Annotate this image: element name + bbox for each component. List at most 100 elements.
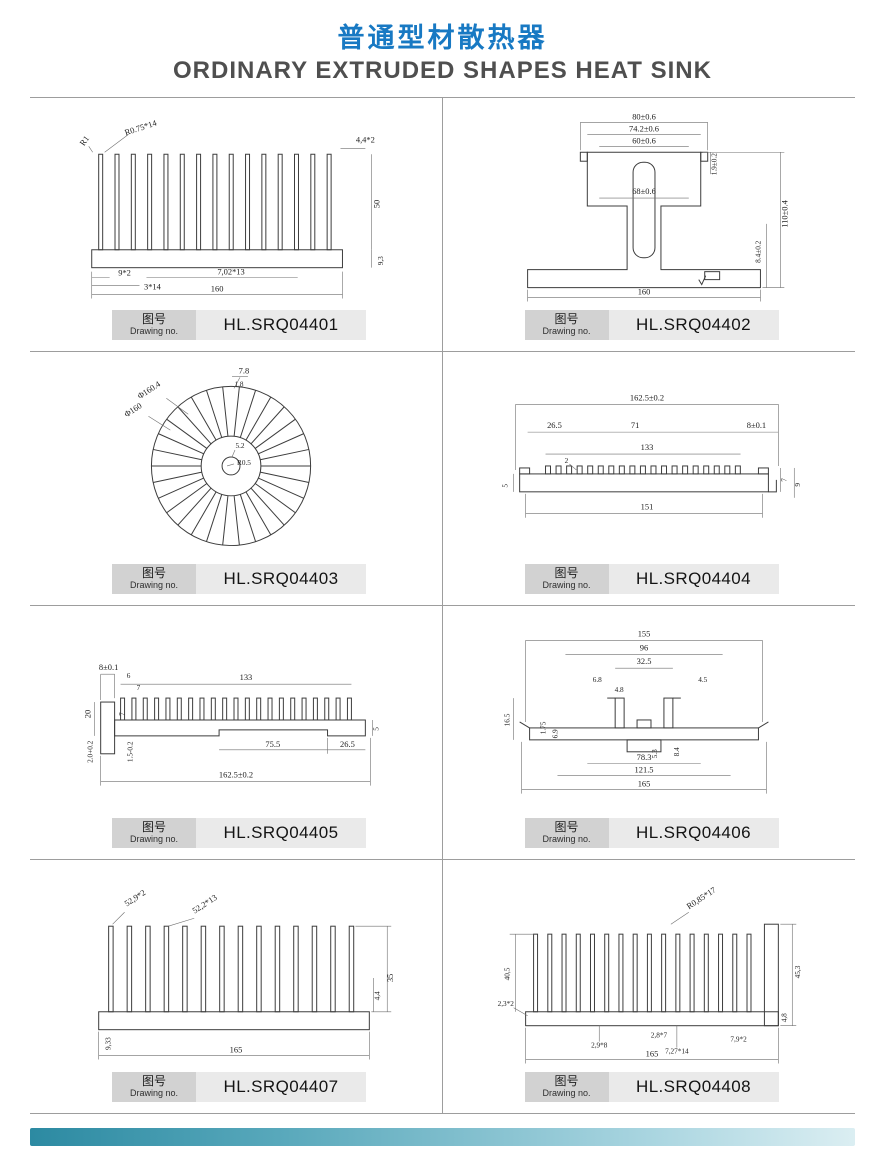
profile-outline: [518, 465, 777, 493]
dim-label: 8.4±0.2: [754, 240, 762, 262]
dimension-lines: [88, 134, 372, 299]
dim-label: 1.75: [539, 721, 547, 734]
label-zh: 图号: [141, 820, 166, 835]
dim-label: 6.8: [592, 676, 601, 684]
page-header: 普通型材散热器 ORDINARY EXTRUDED SHAPES HEAT SI…: [30, 0, 855, 85]
heatsink-drawing-04406: 155 96 32.5 6.8 4.8 4.5 16.5 1.75 6.9 5.…: [503, 628, 769, 794]
dim-label: 78.3: [636, 752, 651, 762]
drawing-no-label-box: 图号 Drawing no.: [112, 310, 196, 340]
panel-hlsrq04404: 162.5±0.2 26.5 71 8±0.1 5 2 133 151 7 9 …: [443, 352, 856, 605]
dim-label: 9*2: [118, 268, 131, 278]
dim-label: 110±0.4: [779, 199, 789, 227]
drawing-label-row: 图号 Drawing no. HL.SRQ04406: [524, 818, 856, 848]
dim-label: 4,8: [780, 1013, 788, 1022]
drawing-label-row: 图号 Drawing no. HL.SRQ04403: [112, 564, 442, 594]
profile-outline: [526, 151, 761, 289]
dim-label: 7.8: [238, 365, 249, 375]
dim-label: 7,02*13: [217, 267, 244, 277]
grid-row-4: 52,9*2 52,2*13 4,4 35 9,33 165 图号 Drawin…: [30, 860, 855, 1114]
dim-label: 4,4: [373, 991, 381, 1000]
dim-label: 60±0.6: [632, 135, 656, 145]
grid-row-3: 8±0.1 6 7 133 20 7 2.0+0.2 1.5-0.2 75.5 …: [30, 606, 855, 860]
panel-hlsrq04406: 155 96 32.5 6.8 4.8 4.5 16.5 1.75 6.9 5.…: [443, 606, 856, 859]
drawing-no-label-box: 图号 Drawing no.: [112, 818, 196, 848]
drawing-label-row: 图号 Drawing no. HL.SRQ04405: [112, 818, 442, 848]
dim-label: 7,9*2: [730, 1036, 747, 1044]
dim-label: 8.4: [673, 747, 681, 756]
dimension-lines: [98, 912, 391, 1060]
label-zh: 图号: [141, 1074, 166, 1089]
dim-label: 9: [794, 483, 802, 487]
dim-label: 1.9±0.2: [710, 153, 718, 175]
panel-hlsrq04403: 7.8 1.8 Φ160.4 Φ160 5.2 R0.5 图号 Drawing …: [30, 352, 443, 605]
dim-label: 96: [640, 642, 648, 652]
dim-label: 26.5: [547, 420, 562, 430]
dim-label: 151: [640, 502, 653, 512]
dimension-lines: [148, 376, 248, 467]
dimension-lines: [509, 912, 797, 1064]
dim-label: 52,9*2: [122, 887, 147, 908]
dim-label: R1: [77, 134, 91, 148]
drawing-number: HL.SRQ04406: [608, 818, 779, 848]
profile-outline: [524, 923, 779, 1027]
dim-label: 16.5: [503, 713, 511, 726]
label-en: Drawing no.: [129, 579, 179, 590]
dim-label: 5.2: [235, 442, 244, 450]
dim-label: 6.9: [551, 729, 559, 738]
dim-label: 2,9*8: [591, 1042, 608, 1050]
drawing-number: HL.SRQ04402: [608, 310, 779, 340]
label-en: Drawing no.: [542, 579, 591, 590]
profile-outline: [90, 153, 343, 269]
dim-label: 45,3: [794, 965, 802, 978]
dim-label: 7,27*14: [665, 1048, 689, 1056]
heatsink-drawing-04401: R0.75*14 R1 4,4*2 50 9,3 9*2 3*14 7,02*1…: [77, 117, 385, 299]
dim-label: 165: [229, 1045, 242, 1055]
label-en: Drawing no.: [542, 1087, 591, 1098]
dim-label: 1.8: [234, 380, 243, 388]
drawing-number: HL.SRQ04408: [608, 1072, 779, 1102]
drawing-no-label-box: 图号 Drawing no.: [524, 818, 609, 848]
dim-label: 9,3: [377, 256, 385, 265]
dim-label: R0.75*14: [123, 117, 158, 137]
drawing-number: HL.SRQ04407: [196, 1072, 366, 1102]
dim-label: 5: [372, 727, 380, 731]
dim-label: 2.0+0.2: [86, 740, 94, 763]
dim-label: 75.5: [265, 739, 280, 749]
dim-label: 121.5: [634, 765, 653, 775]
dim-label: 2,8*7: [651, 1032, 668, 1040]
dimension-lines: [94, 673, 373, 786]
dim-label: 4,4*2: [356, 134, 375, 144]
heatsink-drawing-04408: R0,85*17 40,5 45,3 2,3*2 2,8*7 7,9*2 4,8…: [497, 885, 802, 1064]
drawing-number: HL.SRQ04403: [196, 564, 366, 594]
dimension-lines: [513, 640, 767, 794]
dim-label: 2: [564, 457, 568, 465]
dim-label: 162.5±0.2: [630, 392, 664, 402]
label-zh: 图号: [141, 566, 166, 581]
heatsink-drawing-04402: 80±0.6 74.2±0.6 60±0.6 68±0.6 1.9±0.2 11…: [526, 111, 789, 302]
drawing-number: HL.SRQ04405: [196, 818, 366, 848]
dim-label: R0.5: [237, 459, 251, 467]
drawing-no-label-box: 图号 Drawing no.: [112, 1072, 196, 1102]
profile-outline: [97, 925, 370, 1031]
dim-label: 74.2±0.6: [629, 123, 659, 133]
dim-label: 9,33: [104, 1037, 112, 1050]
dim-label: 80±0.6: [632, 111, 656, 121]
dim-label: 4.8: [614, 686, 623, 694]
drawing-no-label-box: 图号 Drawing no.: [112, 564, 196, 594]
dim-label: 162.5±0.2: [219, 770, 253, 780]
drawing-number: HL.SRQ04404: [608, 564, 779, 594]
drawing-label-row: 图号 Drawing no. HL.SRQ04408: [524, 1072, 856, 1102]
footer-accent-bar: [30, 1128, 855, 1146]
profile-outline: [519, 697, 769, 753]
profile-outline: [99, 697, 366, 755]
dim-label: 160: [211, 284, 224, 294]
dim-label: 35: [385, 974, 395, 982]
dim-label: 7: [136, 684, 140, 692]
page-title-english: ORDINARY EXTRUDED SHAPES HEAT SINK: [173, 57, 712, 84]
drawing-number: HL.SRQ04401: [196, 310, 366, 340]
dim-label: 26.5: [340, 739, 355, 749]
dim-label: 5: [501, 484, 509, 488]
drawing-no-label-box: 图号 Drawing no.: [524, 1072, 609, 1102]
dimension-lines: [513, 403, 795, 518]
drawing-label-row: 图号 Drawing no. HL.SRQ04401: [112, 310, 442, 340]
